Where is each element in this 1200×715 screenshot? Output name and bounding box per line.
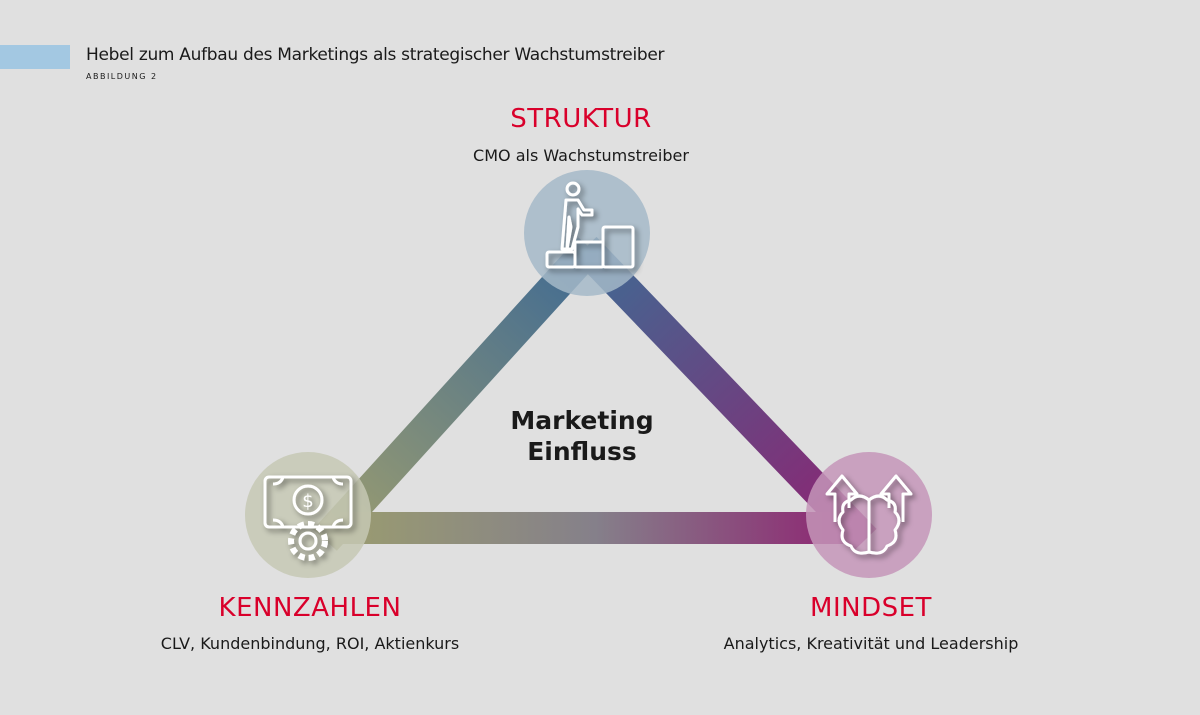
money-gear-icon: $	[263, 475, 353, 561]
person-climbing-steps-icon	[545, 181, 635, 269]
figure-subtitle: ABBILDUNG 2	[86, 72, 158, 81]
mindset-title: MINDSET	[810, 593, 932, 623]
edge-left	[313, 237, 602, 551]
struktur-desc: CMO als Wachstumstreiber	[473, 146, 689, 165]
accent-bar	[0, 45, 70, 69]
brain-arrows-icon	[825, 474, 913, 555]
center-label-line2: Einfluss	[527, 437, 637, 466]
center-label: Marketing Einfluss	[482, 405, 682, 467]
figure-title: Hebel zum Aufbau des Marketings als stra…	[86, 45, 665, 65]
center-label-line1: Marketing	[510, 406, 654, 435]
kennzahlen-desc: CLV, Kundenbindung, ROI, Aktienkurs	[160, 634, 460, 653]
svg-text:$: $	[302, 491, 313, 512]
mindset-desc: Analytics, Kreativität und Leadership	[723, 634, 1019, 653]
struktur-title: STRUKTUR	[510, 104, 652, 134]
struktur-circle	[524, 170, 650, 296]
kennzahlen-title: KENNZAHLEN	[218, 593, 402, 623]
